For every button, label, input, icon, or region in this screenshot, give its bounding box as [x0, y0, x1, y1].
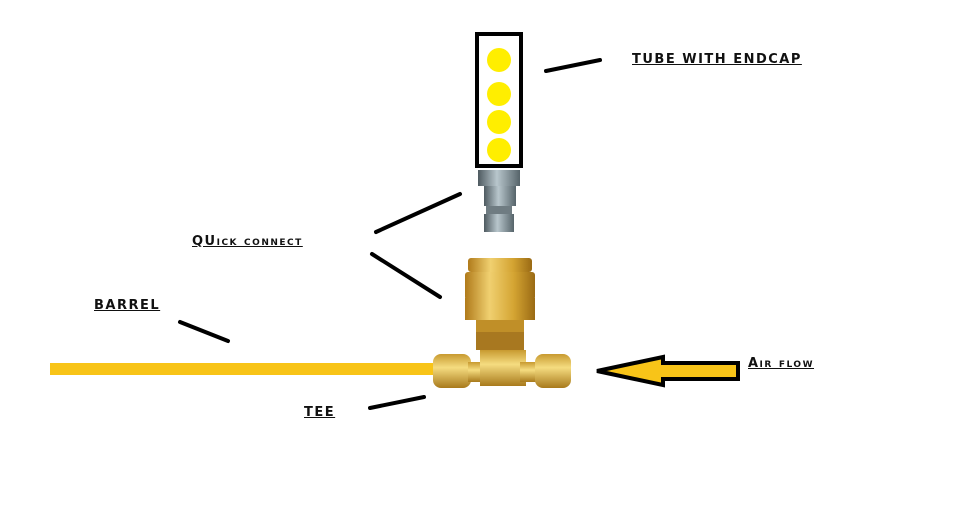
dot: [487, 48, 511, 72]
label-tube-with-endcap: TUBE WITH ENDCAP: [632, 52, 802, 67]
tee-fitting: [433, 350, 571, 388]
quick-connect-plug: [478, 170, 520, 232]
label-quick-connect: QUick connect: [192, 234, 303, 249]
air-flow-arrow: [596, 354, 740, 388]
label-barrel: BARREL: [94, 298, 161, 313]
label-air-flow: Air flow: [748, 356, 815, 371]
leader-lines: [178, 58, 602, 410]
label-tee: TEE: [304, 405, 336, 420]
quick-connect-coupler: [465, 258, 535, 350]
dot: [487, 138, 511, 162]
tube-with-endcap: [475, 32, 523, 168]
dot: [487, 82, 511, 106]
dot: [487, 110, 511, 134]
barrel: [50, 363, 440, 375]
